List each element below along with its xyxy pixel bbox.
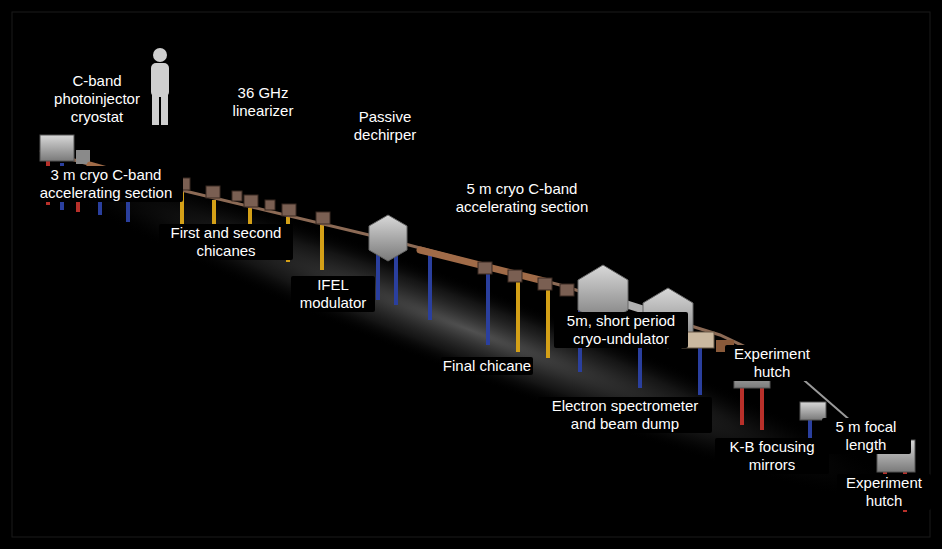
part-label: 5m, short period cryo-undulator <box>554 312 688 348</box>
part-label: 36 GHz linearizer <box>216 84 310 120</box>
part-label: 3 m cryo C-band accelerating section <box>29 166 183 202</box>
part-label: IFEL modulator <box>291 276 375 312</box>
part-label: Experiment hutch <box>837 474 931 510</box>
part-label: 5 m focal length <box>822 418 911 454</box>
part-label: Electron spectrometer and beam dump <box>538 397 712 433</box>
part-label: First and second chicanes <box>159 224 293 260</box>
part-label: Experiment hutch <box>725 345 819 381</box>
part-label: Passive dechirper <box>343 108 427 144</box>
part-label: C-band photoinjector cryostat <box>45 72 149 126</box>
part-label: Final chicane <box>441 357 533 375</box>
part-label: 5 m cryo C-band accelerating section <box>445 180 599 216</box>
part-label: K-B focusing mirrors <box>715 438 829 474</box>
